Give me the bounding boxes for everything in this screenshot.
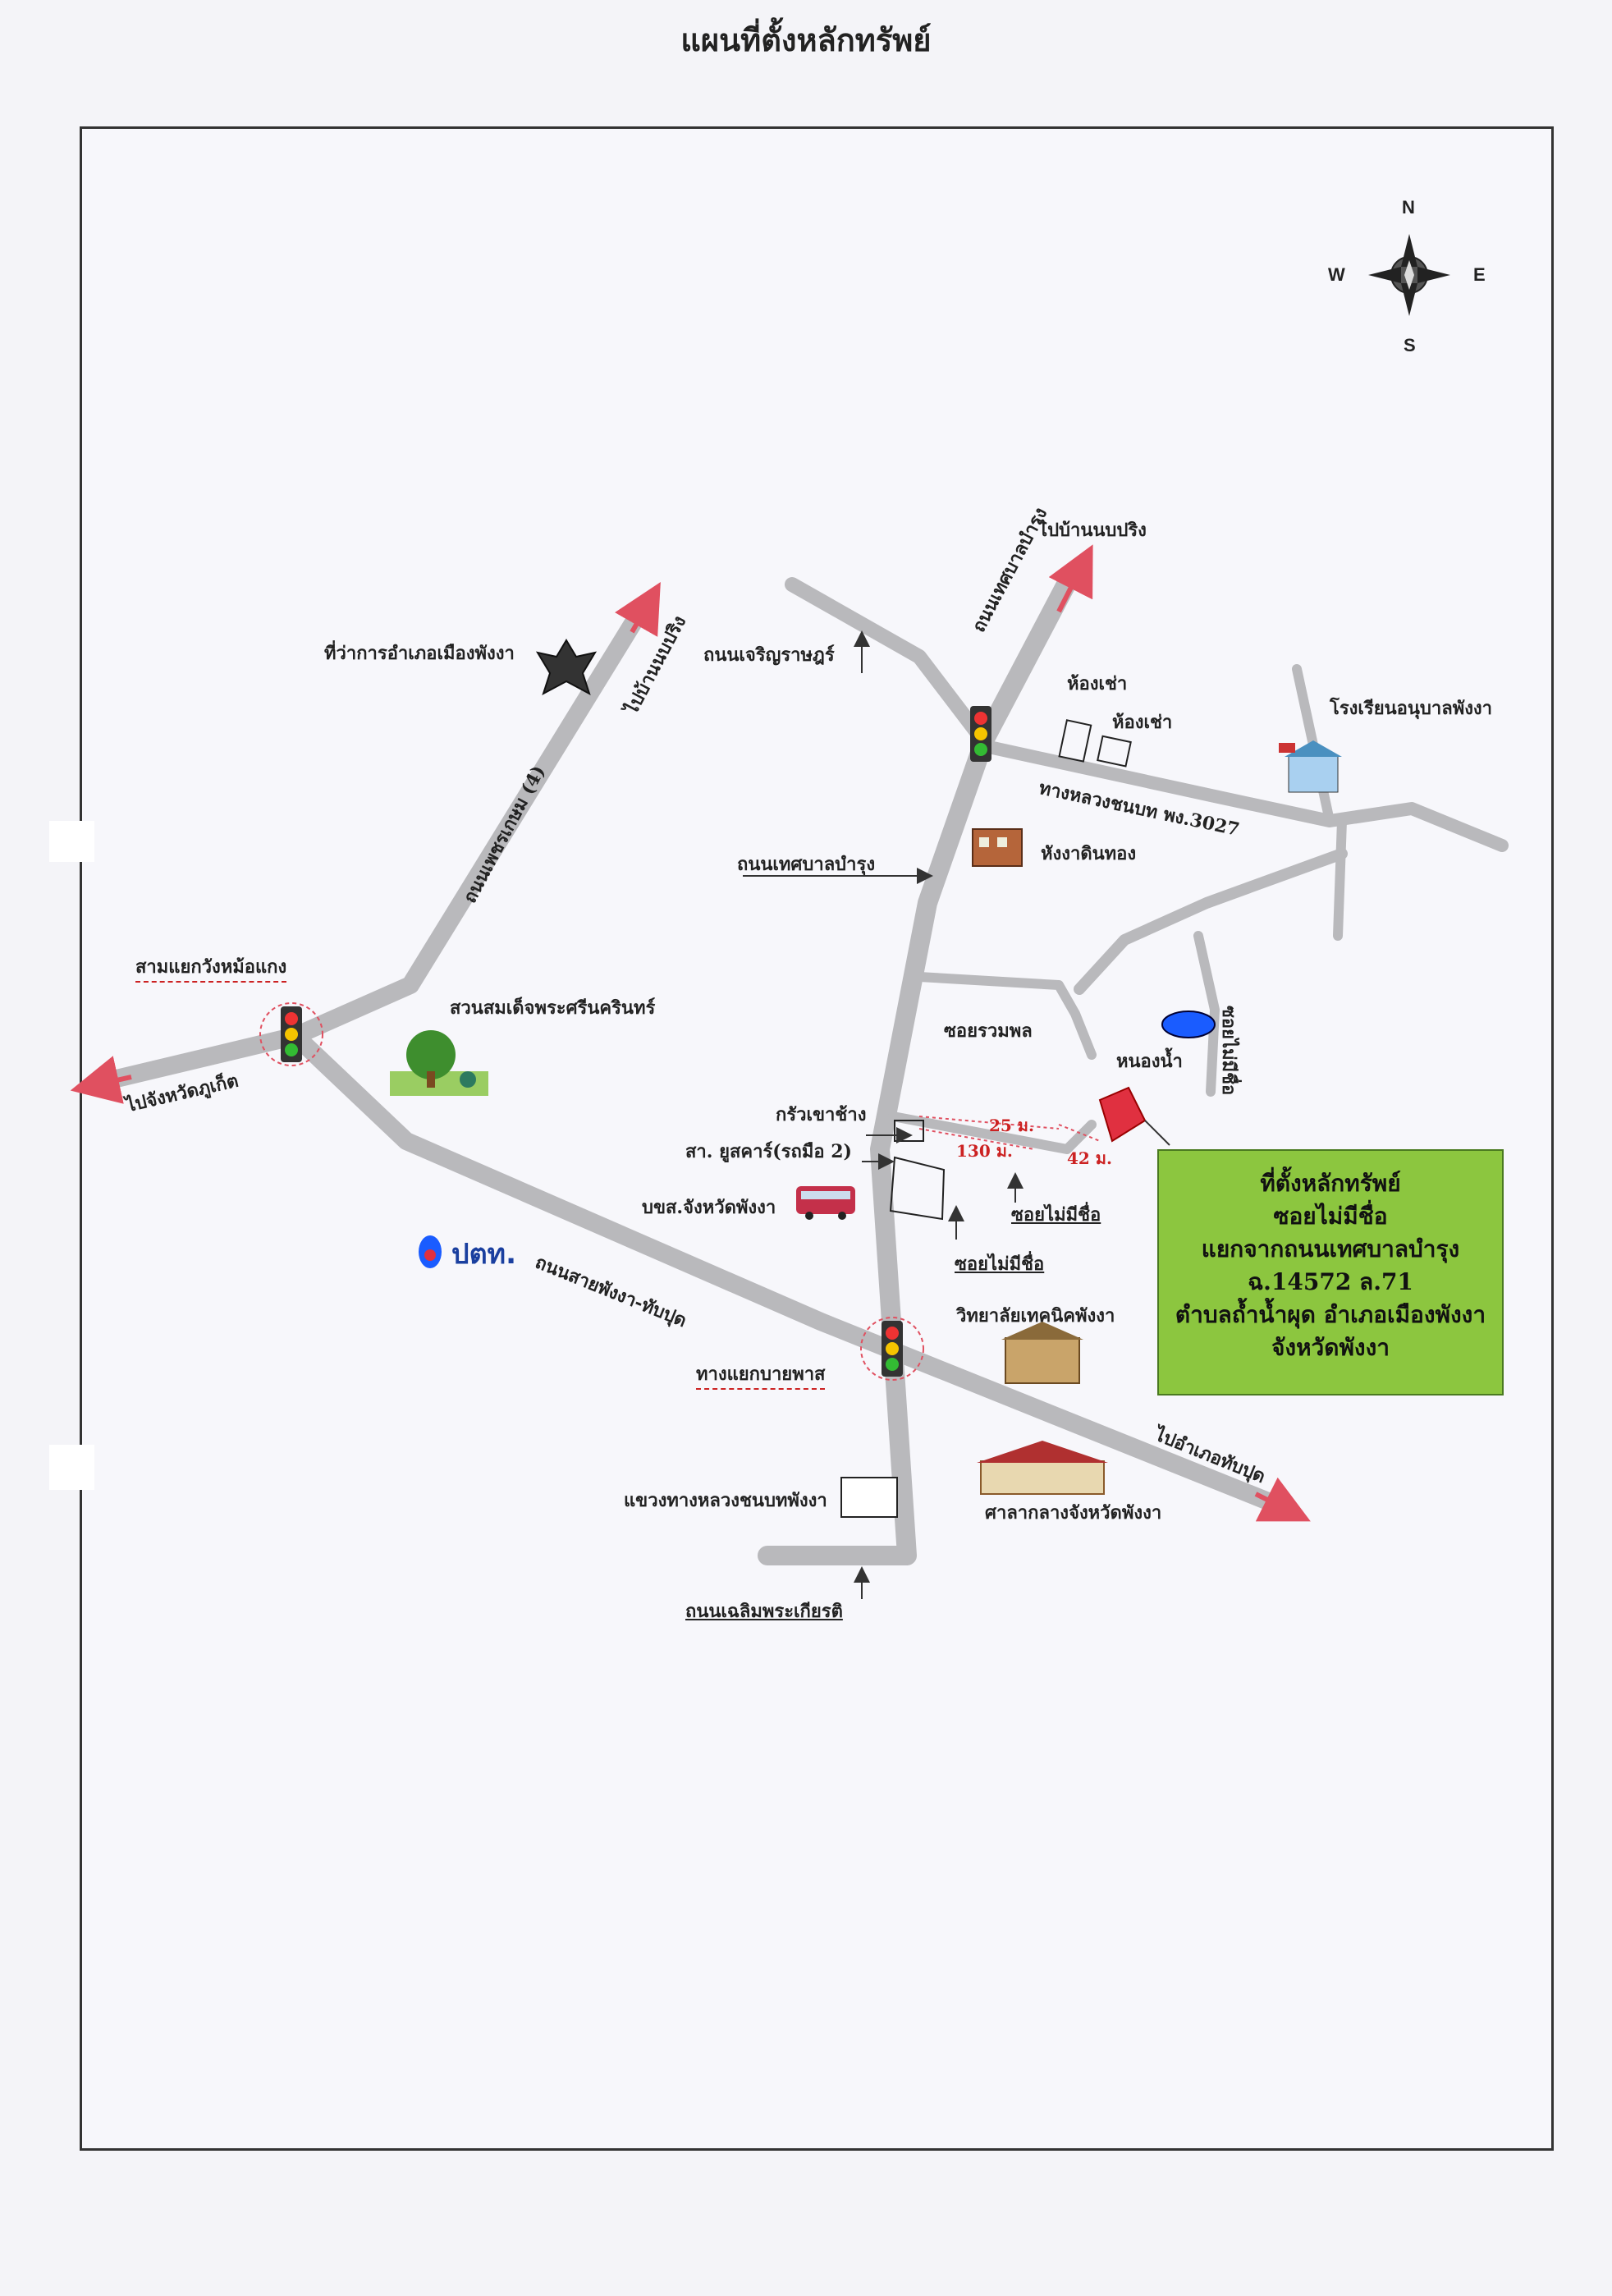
- label-soi-no-name-2: ซอยไม่มีชื่อ: [955, 1253, 1045, 1275]
- label-dist-25: 25 ม.: [989, 1116, 1034, 1135]
- label-hang-din-thong: หังงาดินทอง: [1041, 843, 1137, 864]
- info-line: จังหวัดพังงา: [1271, 1334, 1390, 1361]
- compass-s: S: [1404, 335, 1416, 355]
- traffic-light-bypass: [860, 1317, 924, 1381]
- label-road-chaloem: ถนนเฉลิมพระเกียรติ: [685, 1601, 843, 1622]
- marker-leader-line: [1144, 1120, 1170, 1146]
- rental-box-2: [1097, 735, 1132, 768]
- label-soi-ruam-phon: ซอยรวมพล: [944, 1020, 1033, 1042]
- label-kho-chang: กรัวเขาช้าง: [776, 1104, 867, 1125]
- label-district-office: ที่ว่าการอำเภอเมืองพังงา: [324, 643, 515, 664]
- label-road-charoen-rat: ถนนเจริญราษฎร์: [703, 644, 835, 666]
- leader-arrows: [743, 630, 1024, 1599]
- roads: [94, 573, 1509, 1565]
- bus-icon: [796, 1186, 855, 1220]
- label-rural-road-office: แขวงทางหลวงชนบทพังงา: [624, 1490, 827, 1511]
- shop-house-icon: [972, 828, 1023, 867]
- traffic-light-north: [970, 706, 991, 762]
- college-icon: [1001, 1322, 1083, 1384]
- label-bai-phet-intersection: ทางแยกบายพาส: [696, 1359, 826, 1390]
- label-park: สวนสมเด็จพระศรีนครินทร์: [450, 997, 656, 1019]
- scan-mark: [49, 1445, 94, 1490]
- road-curve: [1074, 848, 1348, 995]
- label-dist-130: 130 ม.: [956, 1141, 1013, 1161]
- traffic-light-wang: [259, 1002, 323, 1066]
- compass-e: E: [1473, 264, 1486, 285]
- pond-shape: [1161, 1011, 1216, 1038]
- school-icon: [1279, 740, 1342, 793]
- label-bus-terminal: บขส.จังหวัดพังงา: [642, 1197, 776, 1218]
- park-icon: [390, 1030, 488, 1096]
- bus-lot-box: [889, 1156, 946, 1221]
- label-soi-no-name-right: ซอยไม่มีชื่อ: [1218, 1006, 1239, 1096]
- compass-w: W: [1328, 264, 1345, 285]
- road-phangnga-thap-put: [286, 1027, 1289, 1515]
- compass-n: N: [1402, 197, 1415, 218]
- label-rental-1: ห้องเช่า: [1067, 673, 1128, 694]
- road-phuket-phet-kasem: [94, 603, 649, 1091]
- rental-box-1: [1058, 719, 1092, 763]
- scan-mark: [49, 821, 94, 862]
- label-school: โรงเรียนอนุบาลพังงา: [1330, 698, 1493, 719]
- garuda-icon: [535, 639, 598, 696]
- svg-text:ปตท.: ปตท.: [451, 1238, 516, 1271]
- info-line: ตำบลถ้ำน้ำผุด อำเภอเมืองพังงา: [1175, 1301, 1486, 1328]
- label-dist-42: 42 ม.: [1067, 1148, 1112, 1168]
- property-marker: [1098, 1086, 1147, 1143]
- property-info-box: ที่ตั้งหลักทรัพย์ ซอยไม่มีชื่อ แยกจากถนน…: [1157, 1149, 1504, 1395]
- info-line: แยกจากถนนเทศบาลบำรุง: [1201, 1235, 1460, 1263]
- road-charoen-rat: [785, 577, 992, 750]
- map-frame: [80, 126, 1554, 2151]
- road-east-branch: [1333, 816, 1347, 941]
- info-line: ซอยไม่มีชื่อ: [1273, 1203, 1388, 1230]
- direction-arrows: [70, 544, 1311, 1522]
- rural-office-box: [840, 1477, 898, 1518]
- label-soi-no-name-1: ซอยไม่มีชื่อ: [1011, 1204, 1101, 1226]
- label-technical-college: วิทยาลัยเทคนิคพังงา: [956, 1305, 1115, 1327]
- provincial-hall-icon: [977, 1441, 1108, 1495]
- map-title: แผนที่ตั้งหลักทรัพย์: [680, 21, 932, 58]
- road-target-soi: [888, 1111, 1097, 1154]
- ptt-logo-icon: ปตท.: [419, 1235, 516, 1271]
- label-rental-2: ห้องเช่า: [1112, 712, 1173, 733]
- distance-lines: [918, 1116, 1101, 1150]
- info-line: ฉ.14572 ล.71: [1248, 1268, 1413, 1295]
- label-provincial-hall: ศาลากลางจังหวัดพังงา: [985, 1502, 1162, 1524]
- label-wang-intersection: สามแยกวังหม้อแกง: [135, 952, 287, 983]
- label-sa-yutsakar: สา. ยูสคาร์(รถมือ 2): [685, 1141, 852, 1162]
- label-to-ban-nop-pring-top: ไปบ้านนบปริง: [1038, 520, 1147, 541]
- label-road-thetsaban-mid: ถนนเทศบาลบำรุง: [737, 854, 876, 875]
- road-thetsaban-bamrung: [758, 573, 1077, 1565]
- compass-rose: [1368, 234, 1450, 316]
- label-pond: หนองน้ำ: [1116, 1051, 1183, 1072]
- road-soi-ruam-phon: [914, 972, 1097, 1060]
- road-pond-soi: [1193, 931, 1220, 1097]
- info-line: ที่ตั้งหลักทรัพย์: [1260, 1170, 1401, 1197]
